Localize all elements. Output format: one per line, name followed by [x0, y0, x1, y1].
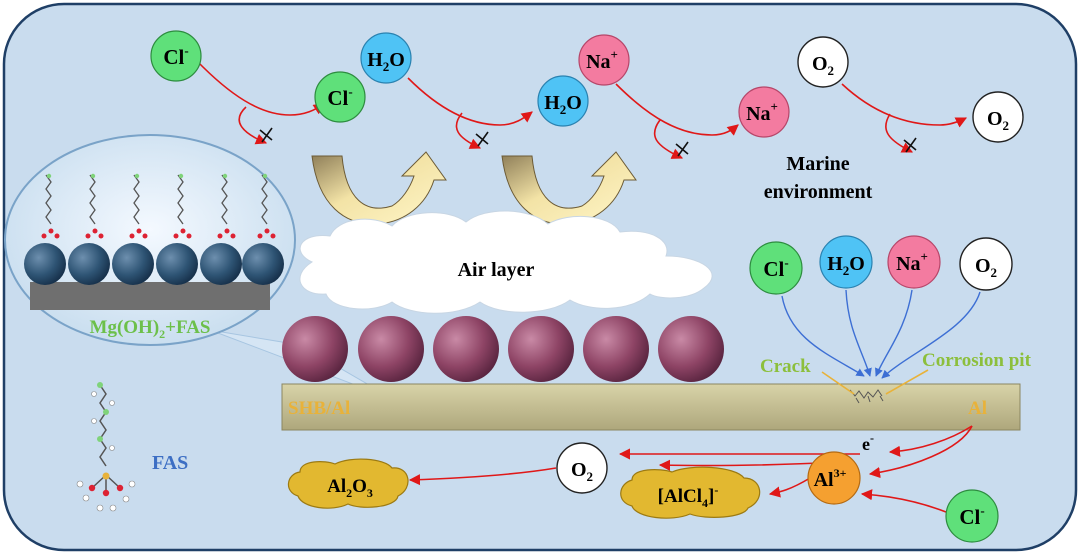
svg-text:O2: O2: [987, 108, 1009, 133]
inset-substrate: [30, 282, 270, 310]
ion-h2o-top1: H2O: [360, 32, 412, 84]
surface-particle: [282, 316, 348, 382]
block-mark: [675, 141, 689, 157]
shb-al-substrate: [281, 383, 1021, 431]
inset-particle: [112, 243, 154, 285]
o2-trajectory: [841, 83, 968, 128]
crack-pointer: [821, 371, 855, 395]
marine-label-line1: Marine: [786, 153, 849, 175]
svg-text:Cl-: Cl-: [327, 84, 352, 110]
svg-text:O2: O2: [812, 53, 834, 78]
ion-trajectories: [195, 59, 968, 159]
ion-cl-top1: Cl-: [150, 30, 202, 82]
svg-text:Al2O3: Al2O3: [327, 476, 373, 500]
ion-o2-bottom: O2: [556, 442, 608, 494]
cl-deflect: [238, 106, 268, 145]
substrate-label: SHB/Al: [288, 398, 350, 419]
svg-text:Cl-: Cl-: [959, 503, 984, 529]
ion-h2o-right: H2O: [819, 235, 873, 289]
surface-particle: [508, 316, 574, 382]
block-mark: [259, 127, 273, 143]
product-al2o3: Al2O3: [287, 458, 409, 509]
ion-h2o-top2: H2O: [537, 75, 589, 127]
inset-label: Mg(OH)2+FAS: [90, 317, 211, 341]
svg-text:Na+: Na+: [586, 47, 618, 73]
surface-particle: [358, 316, 424, 382]
fas-molecule: [76, 382, 136, 512]
svg-text:O2: O2: [975, 255, 997, 280]
h2o-deflect: [455, 112, 482, 149]
surface-particle: [583, 316, 649, 382]
svg-text:O2: O2: [571, 459, 593, 484]
ion-na-top1: Na+: [578, 34, 630, 86]
ion-al3: Al3+: [807, 451, 861, 505]
crack-label: Crack: [760, 356, 811, 377]
surface-particle: [658, 316, 724, 382]
corrosion-pit-label: Corrosion pit: [922, 350, 1032, 371]
block-mark: [903, 137, 917, 153]
na-trajectory: [615, 83, 739, 136]
inset-particle: [200, 243, 242, 285]
marine-label-line2: environment: [764, 181, 873, 203]
ion-o2-top2: O2: [972, 91, 1024, 143]
inset-particle: [68, 243, 110, 285]
al-label: Al: [968, 398, 987, 419]
block-marks: [259, 127, 917, 157]
na-deflect: [653, 119, 684, 159]
inset-fas-chains: [45, 174, 268, 225]
svg-text:Al3+: Al3+: [814, 466, 847, 491]
air-layer-cloud: [299, 210, 713, 314]
inset-particle: [24, 243, 66, 285]
block-mark: [475, 131, 489, 147]
fas-label: FAS: [152, 452, 188, 474]
ion-o2-right: O2: [959, 237, 1013, 291]
air-layer-label: Air layer: [458, 259, 535, 281]
cl-trajectory: [195, 59, 325, 116]
svg-text:H2O: H2O: [544, 92, 582, 117]
h2o-trajectory: [407, 77, 533, 126]
svg-text:Na+: Na+: [746, 99, 778, 125]
svg-text:Na+: Na+: [896, 249, 928, 275]
o2-deflect: [885, 113, 914, 153]
ion-cl-right: Cl-: [749, 241, 803, 295]
bounce-arrow-left: [311, 151, 447, 225]
ion-na-top2: Na+: [738, 86, 790, 138]
inset-particles: [24, 243, 284, 285]
crack: [849, 389, 884, 404]
inset-fas-atoms: [41, 173, 276, 239]
ion-cl-top2: Cl-: [314, 71, 366, 123]
svg-text:H2O: H2O: [827, 253, 865, 278]
inset-particle: [156, 243, 198, 285]
electron-label: e-: [862, 431, 874, 454]
ion-cl-bottom: Cl-: [945, 489, 999, 543]
product-alcl4: [AlCl4]-: [620, 466, 761, 519]
inset-particle: [242, 243, 284, 285]
svg-text:[AlCl4]-: [AlCl4]-: [658, 483, 719, 510]
svg-text:H2O: H2O: [367, 49, 405, 74]
svg-text:Cl-: Cl-: [163, 43, 188, 69]
ion-o2-top1: O2: [797, 36, 849, 88]
corrosion-pit-pointer: [885, 369, 929, 395]
inset-magnifier: Mg(OH)2+FAS: [4, 134, 396, 401]
converging-arrows: [781, 289, 981, 379]
ion-na-right: Na+: [887, 235, 941, 289]
surface-particles: [282, 316, 724, 382]
surface-particle: [433, 316, 499, 382]
svg-text:Cl-: Cl-: [763, 255, 788, 281]
